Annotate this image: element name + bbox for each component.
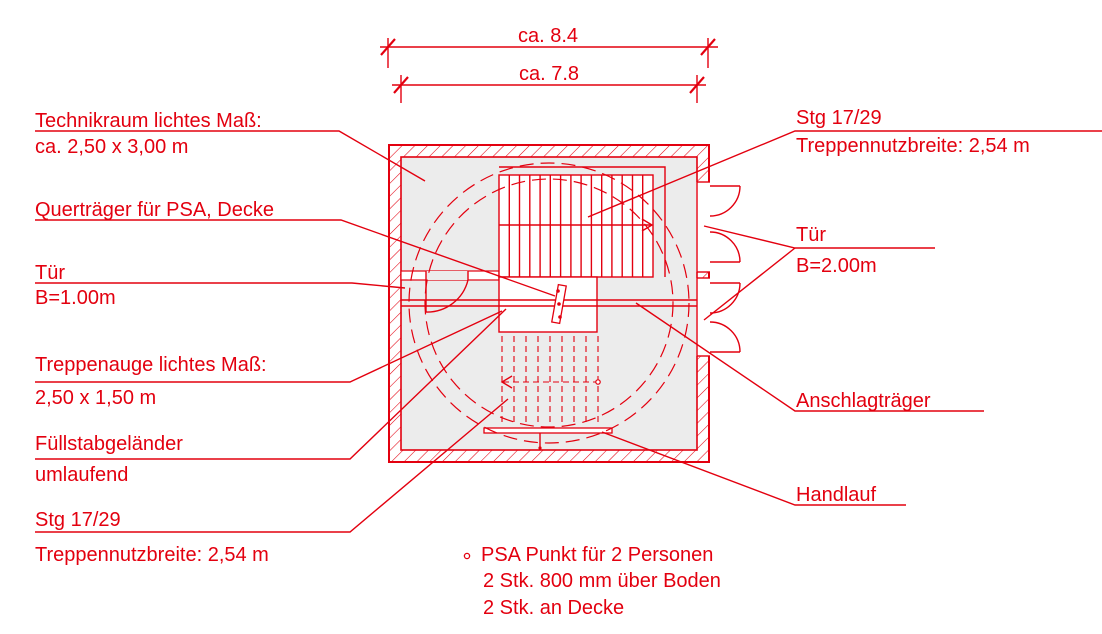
turning-circles: [408, 162, 690, 444]
label-fuellstab-2: umlaufend: [35, 464, 128, 486]
dimension-inner: ca. 7.8: [392, 63, 706, 103]
legend-line-3: 2 Stk. an Decke: [483, 597, 624, 619]
label-tuer-left-2: B=1.00m: [35, 287, 116, 309]
legend-line-1: PSA Punkt für 2 Personen: [481, 544, 713, 566]
label-technikraum-2: ca. 2,50 x 3,00 m: [35, 136, 188, 158]
legend-line-2: 2 Stk. 800 mm über Boden: [483, 570, 721, 592]
anchor-beam: [401, 299, 697, 307]
right-doors: [709, 185, 741, 353]
upper-stair-flight: [498, 166, 666, 278]
dimension-outer: ca. 8.4: [380, 25, 718, 68]
label-stg-left-2: Treppennutzbreite: 2,54 m: [35, 544, 269, 566]
handrail: [483, 427, 613, 450]
label-treppenauge-1: Treppenauge lichtes Maß:: [35, 354, 267, 376]
label-handlauf: Handlauf: [796, 484, 877, 506]
label-stg-left-1: Stg 17/29: [35, 509, 121, 531]
cross-beam: [551, 283, 567, 325]
label-tuer-right-1: Tür: [796, 224, 826, 246]
stair-eye: [498, 276, 598, 333]
label-technikraum-1: Technikraum lichtes Maß:: [35, 110, 262, 132]
lower-stair-flight: [500, 336, 601, 426]
label-fuellstab-1: Füllstabgeländer: [35, 433, 183, 455]
label-tuer-right-2: B=2.00m: [796, 255, 877, 277]
leader-lines: [35, 130, 1102, 533]
label-anschlagtraeger: Anschlagträger: [796, 390, 931, 412]
label-stg-right-1: Stg 17/29: [796, 107, 882, 129]
label-tuer-left-1: Tür: [35, 262, 65, 284]
label-quertraeger: Querträger für PSA, Decke: [35, 199, 274, 221]
legend: PSA Punkt für 2 Personen 2 Stk. 800 mm ü…: [463, 544, 721, 619]
dimension-outer-label: ca. 8.4: [518, 25, 578, 47]
label-treppenauge-2: 2,50 x 1,50 m: [35, 387, 156, 409]
dimension-inner-label: ca. 7.8: [519, 63, 579, 85]
label-stg-right-2: Treppennutzbreite: 2,54 m: [796, 135, 1030, 157]
psa-point-icon: [463, 552, 471, 560]
